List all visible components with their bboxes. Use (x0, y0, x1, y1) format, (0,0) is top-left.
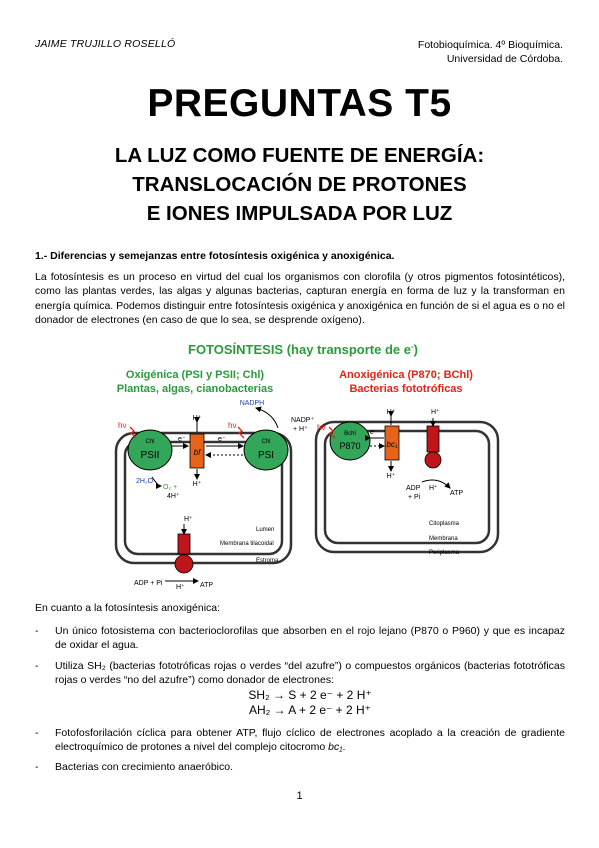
header-course-line1: Fotobioquímica. 4º Bioquímica. (417, 39, 563, 51)
page-number: 1 (296, 790, 303, 802)
header-course-line2: Universidad de Córdoba. (446, 53, 563, 65)
subtitle-line2: TRANSLOCACIÓN DE PROTONES (132, 173, 467, 196)
question-heading: 1.- Diferencias y semejanzas entre fotos… (35, 250, 395, 262)
equation-2: AH₂ → A + 2 e⁻ + 2 H⁺ (248, 702, 372, 717)
header-author: JAIME TRUJILLO ROSELLÓ (35, 38, 176, 50)
e-label-3: e⁻ (370, 429, 378, 436)
list-item-end: . (342, 741, 346, 754)
citoplasma-label: Citoplasma (429, 521, 460, 527)
periplasma-label: Periplasma (429, 550, 460, 556)
psii-label: PSII (141, 450, 160, 461)
anoxygenic-list: -Un único fotosistema con bacterioclorof… (35, 624, 565, 775)
bf-label: bf (194, 448, 201, 457)
page-title: PREGUNTAS T5 (147, 82, 452, 125)
atp-h-bottom: H⁺ (176, 583, 185, 591)
p870-label: P870 (339, 441, 360, 451)
light-arrow-icon (328, 426, 336, 439)
lumen-label: Lumen (256, 527, 274, 533)
bf-h-top: H⁺ (193, 414, 202, 422)
psii-chl-label: Chl (145, 439, 154, 445)
atp-right-label: ATP (450, 490, 463, 497)
bacterial-membrane-outer (314, 420, 500, 554)
pi-right-label: + Pi (408, 494, 421, 501)
atp-synthase-right-head (424, 451, 442, 469)
cytochrome-bf (189, 433, 205, 469)
list-item: -Bacterias con crecimiento anaeróbico. (35, 761, 234, 774)
light-arrow-icon (237, 426, 245, 439)
psi-complex (243, 429, 289, 471)
intro-paragraph: La fotosíntesis es un proceso en virtud … (35, 271, 565, 327)
list-item: -Utiliza SH₂ (bacterias fototróficas roj… (35, 659, 565, 687)
bacterial-membrane-inner (323, 429, 491, 545)
header-course: Fotobioquímica. 4º Bioquímica. Universid… (418, 38, 563, 66)
atp-synthase-stalk (177, 533, 191, 555)
list-item-text: Bacterias con crecimiento anaeróbico. (55, 761, 234, 774)
four-h-label: 4H⁺ (167, 492, 180, 500)
adp-right-label: ADP (406, 485, 421, 492)
water-label: 2H₂O (136, 478, 154, 485)
figure-title: FOTOSÍNTESIS (hay transporte de e-) (188, 342, 418, 357)
right-heading-2: Bacterias fototróficas (349, 383, 462, 395)
adp-pi-label: ADP + Pi (134, 580, 163, 587)
anoxygenic-intro: En cuanto a la fotosíntesis anoxigénica: (35, 602, 221, 614)
bf-h-bottom: H⁺ (193, 480, 202, 488)
list-item: -Un único fotosistema con bacterioclorof… (35, 625, 565, 652)
hv-label-psi: hν (228, 421, 236, 430)
e-label-2: e⁻ (218, 436, 226, 443)
membrana-label: Membrana (429, 536, 458, 542)
bc1-h-bottom: H⁺ (387, 472, 396, 480)
subtitle-line3: E IONES IMPULSADA POR LUZ (146, 202, 453, 225)
hv-label-p870: hν (317, 423, 325, 432)
bchl-label: Bchl (344, 431, 356, 437)
page-subtitle: LA LUZ COMO FUENTE DE ENERGÍA: TRANSLOCA… (0, 141, 599, 228)
e-label-1: e⁻ (178, 436, 186, 443)
list-item: -Fotofosforilación cíclica para obtener … (35, 726, 565, 754)
left-heading-1: Oxigénica (PSI y PSII; Chl) (126, 369, 264, 381)
membrana-tilacoidal-label: Membrana tilacoidal (220, 541, 274, 547)
atp-right-h-top: H⁺ (431, 408, 440, 416)
photosynthesis-figure: FOTOSÍNTESIS (hay transporte de e-) Oxig… (114, 342, 500, 591)
list-item-text: Fotofosforilación cíclica para obtener A… (55, 726, 565, 754)
right-heading-1: Anoxigénica (P870; BChl) (339, 369, 473, 381)
list-item-text: Un único fotosistema con bacterioclorofi… (55, 625, 565, 652)
cytochrome-bc1 (384, 425, 400, 461)
nadp-label: NADP⁺ (291, 416, 314, 424)
atp-h-top: H⁺ (184, 515, 193, 523)
bc1-label: bc₁ (387, 440, 398, 449)
plus-h-label: + H⁺ (293, 425, 308, 433)
left-heading-2: Plantas, algas, cianobacterias (117, 383, 274, 395)
atp-label: ATP (200, 582, 213, 589)
estroma-label: Estroma (256, 558, 279, 564)
o2-label: O₂ + (163, 484, 177, 491)
hv-label-psii: hν (118, 421, 126, 430)
equation-1: SH₂ → S + 2 e⁻ + 2 H⁺ (248, 687, 372, 702)
atp-synthase-head (174, 554, 194, 574)
atp-synthase-right-stalk (426, 425, 440, 453)
psi-chl-label: Chl (261, 439, 270, 445)
bc1-italic: bc₁ (328, 741, 343, 754)
subtitle-line1: LA LUZ COMO FUENTE DE ENERGÍA: (114, 144, 485, 167)
light-arrow-icon (129, 426, 137, 439)
list-item-text: Utiliza SH₂ (bacterias fototróficas roja… (55, 659, 565, 687)
atp-right-h-bottom: H⁺ (429, 484, 438, 492)
thylakoid-membrane-outer (114, 431, 293, 565)
p870-complex (329, 421, 371, 461)
psii-complex (127, 429, 173, 471)
psi-label: PSI (258, 450, 274, 461)
bc1-h-top: H⁺ (387, 408, 396, 416)
nadph-label: NADPH (240, 400, 265, 407)
